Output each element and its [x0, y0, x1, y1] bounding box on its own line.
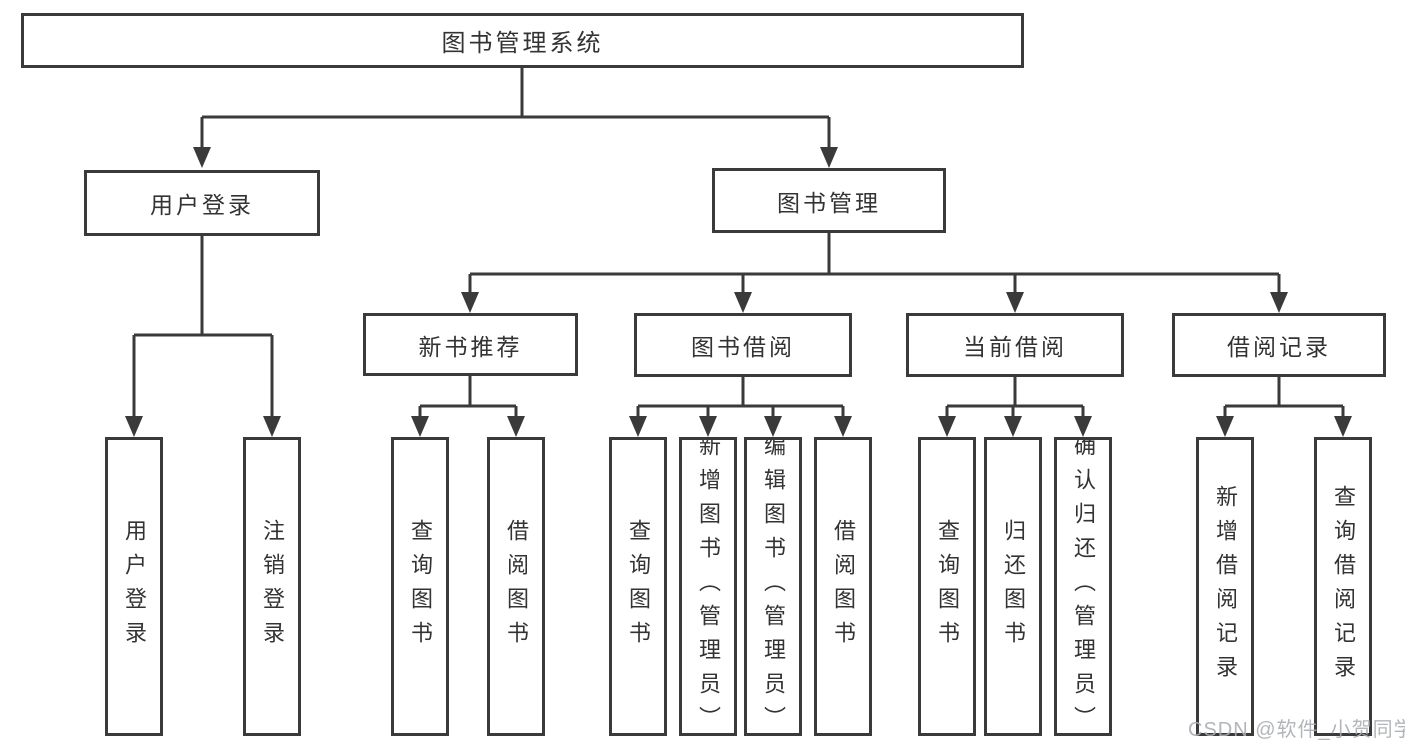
- node-label: 新书推荐: [418, 333, 523, 360]
- node-query-books-borrowing: 查询图书: [609, 437, 667, 736]
- arrowheads: [125, 147, 1352, 437]
- node-label: 归还图书: [1001, 518, 1026, 655]
- node-library-management-system: 图书管理系统: [21, 13, 1024, 68]
- node-label: 用户登录: [150, 192, 254, 218]
- connector-paths: [132, 68, 1345, 420]
- node-label: 确认归还（管理员）: [1071, 437, 1096, 736]
- node-label: 查询图书: [626, 518, 651, 655]
- node-label: 注销登录: [260, 518, 285, 655]
- node-new-book-recommendation: 新书推荐: [363, 313, 578, 376]
- node-edit-book-admin: 编辑图书（管理员）: [744, 437, 802, 736]
- node-label: 查询图书: [935, 518, 960, 655]
- node-label: 查询图书: [408, 518, 433, 655]
- node-label: 编辑图书（管理员）: [761, 437, 786, 736]
- node-logout: 注销登录: [243, 437, 301, 736]
- node-label: 用户登录: [122, 518, 147, 655]
- node-label: 借阅记录: [1227, 334, 1331, 360]
- node-borrow-books: 借阅图书: [814, 437, 872, 736]
- node-book-management: 图书管理: [712, 168, 946, 233]
- node-user-login: 用户登录: [84, 170, 320, 236]
- node-add-book-admin: 新增图书（管理员）: [679, 437, 737, 736]
- node-return-books: 归还图书: [984, 437, 1042, 736]
- node-label: 借阅图书: [831, 518, 856, 655]
- node-label: 新增借阅记录: [1213, 484, 1238, 689]
- node-label: 借阅图书: [504, 518, 529, 655]
- node-label: 当前借阅: [963, 334, 1067, 360]
- node-query-books-recommend: 查询图书: [391, 437, 449, 736]
- node-user-login-leaf: 用户登录: [105, 437, 163, 736]
- node-book-borrowing: 图书借阅: [634, 313, 852, 377]
- node-confirm-return-admin: 确认归还（管理员）: [1054, 437, 1112, 736]
- watermark: CSDN @软件_小贺同学: [1188, 719, 1405, 741]
- node-label: 新增图书（管理员）: [696, 437, 721, 736]
- node-label: 查询借阅记录: [1331, 484, 1356, 689]
- node-query-books-current: 查询图书: [918, 437, 976, 736]
- node-query-borrow-record: 查询借阅记录: [1314, 437, 1372, 736]
- node-current-borrowing: 当前借阅: [906, 313, 1124, 377]
- node-add-borrow-record: 新增借阅记录: [1196, 437, 1254, 736]
- node-label: 图书管理: [777, 189, 881, 216]
- node-borrowing-records: 借阅记录: [1172, 313, 1386, 377]
- node-label: 图书借阅: [691, 334, 795, 360]
- node-borrow-books-recommend: 借阅图书: [487, 437, 545, 736]
- node-label: 图书管理系统: [441, 30, 604, 57]
